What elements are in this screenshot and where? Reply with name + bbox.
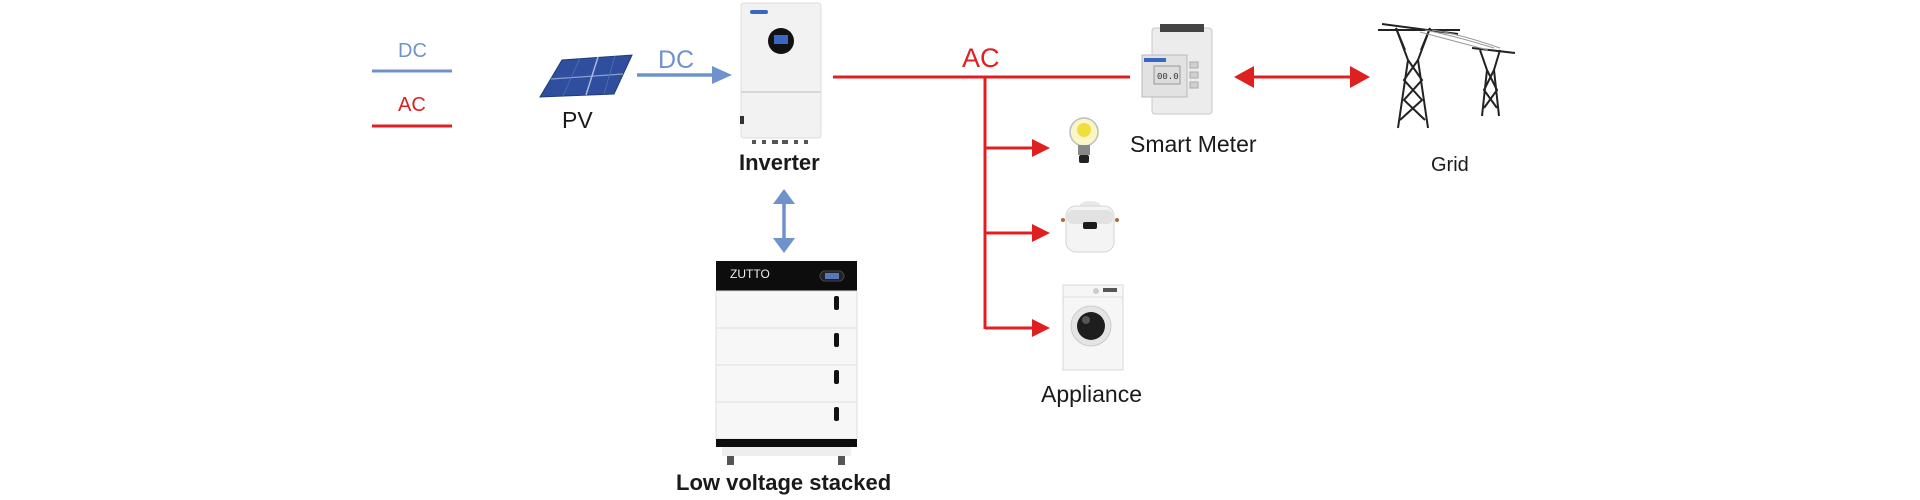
- smart-meter-label: Smart Meter: [1130, 131, 1257, 157]
- smart-meter-icon: 00.0: [1141, 24, 1213, 115]
- ac-line-inverter-meter: [833, 75, 1130, 329]
- legend-dc-label: DC: [398, 40, 427, 62]
- pv-label: PV: [562, 107, 593, 133]
- grid-label: Grid: [1431, 154, 1469, 176]
- inverter-icon: [740, 2, 822, 144]
- dc-arrow-inverter-battery: [773, 189, 795, 253]
- washing-machine-icon: [1062, 284, 1124, 371]
- legend-ac-label: AC: [398, 94, 426, 116]
- rice-cooker-icon: [1061, 201, 1119, 253]
- dc-arrow-pv-inverter: [637, 66, 732, 84]
- dc-connection-label: DC: [658, 46, 695, 74]
- ac-arrow-cooker: [985, 224, 1050, 242]
- battery-brand: ZUTTO: [730, 267, 770, 281]
- power-tower-icon: [1378, 23, 1516, 129]
- inverter-label: Inverter: [739, 150, 820, 175]
- light-bulb-icon: [1069, 117, 1099, 163]
- battery-label: Low voltage stacked: [676, 470, 892, 495]
- ac-arrow-washer: [985, 319, 1050, 337]
- ac-connection-label: AC: [962, 43, 1000, 73]
- solar-panel-icon: [539, 54, 633, 98]
- appliance-label: Appliance: [1041, 381, 1143, 407]
- battery-stack-icon: [715, 261, 858, 465]
- ac-arrow-meter-grid: [1234, 66, 1370, 88]
- ac-arrow-light: [985, 139, 1050, 157]
- svg-text:00.0: 00.0: [1157, 72, 1179, 82]
